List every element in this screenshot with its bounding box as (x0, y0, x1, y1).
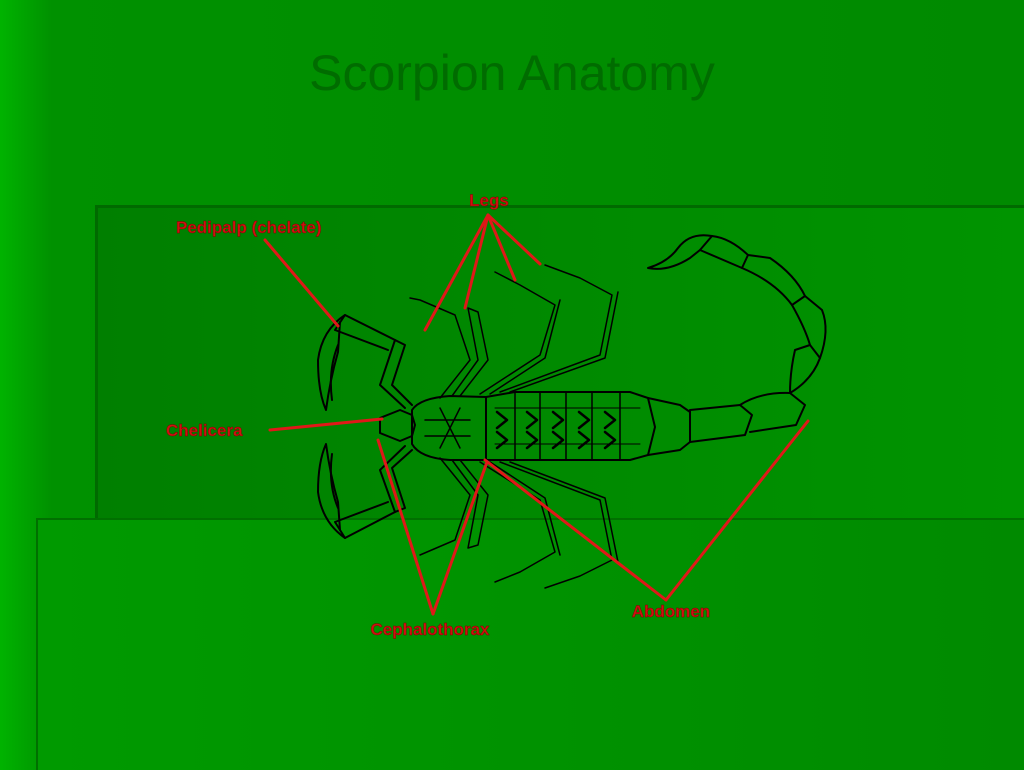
leg-upper-1 (409, 297, 471, 399)
scorpion-drawing (317, 234, 827, 589)
lower-panel (36, 518, 1024, 770)
mesosoma-drawing (485, 391, 656, 461)
label-pedipalp: Pedipalp (chelate) (176, 218, 321, 237)
slide-title: Scorpion Anatomy (309, 45, 715, 101)
leader-lines (263, 213, 810, 616)
stinger-drawing (647, 234, 713, 270)
label-cephalothorax: Cephalothorax (370, 620, 490, 639)
pedipalp-upper-drawing (379, 339, 413, 409)
chelicera-drawing (379, 409, 416, 442)
leg-lower-1 (419, 457, 471, 556)
tail-drawing (689, 404, 753, 443)
pedipalp-lower-drawing (379, 445, 413, 513)
leg-upper-3 (479, 271, 556, 395)
upper-panel (95, 205, 1024, 521)
label-chelicera: Chelicera (166, 421, 243, 440)
label-abdomen: Abdomen (632, 602, 710, 621)
label-legs: Legs (469, 191, 509, 210)
leg-lower-4 (499, 461, 613, 589)
carapace-drawing (411, 395, 487, 461)
leg-upper-2 (451, 307, 489, 397)
leg-upper-4 (499, 264, 613, 393)
leg-lower-2 (451, 459, 489, 549)
